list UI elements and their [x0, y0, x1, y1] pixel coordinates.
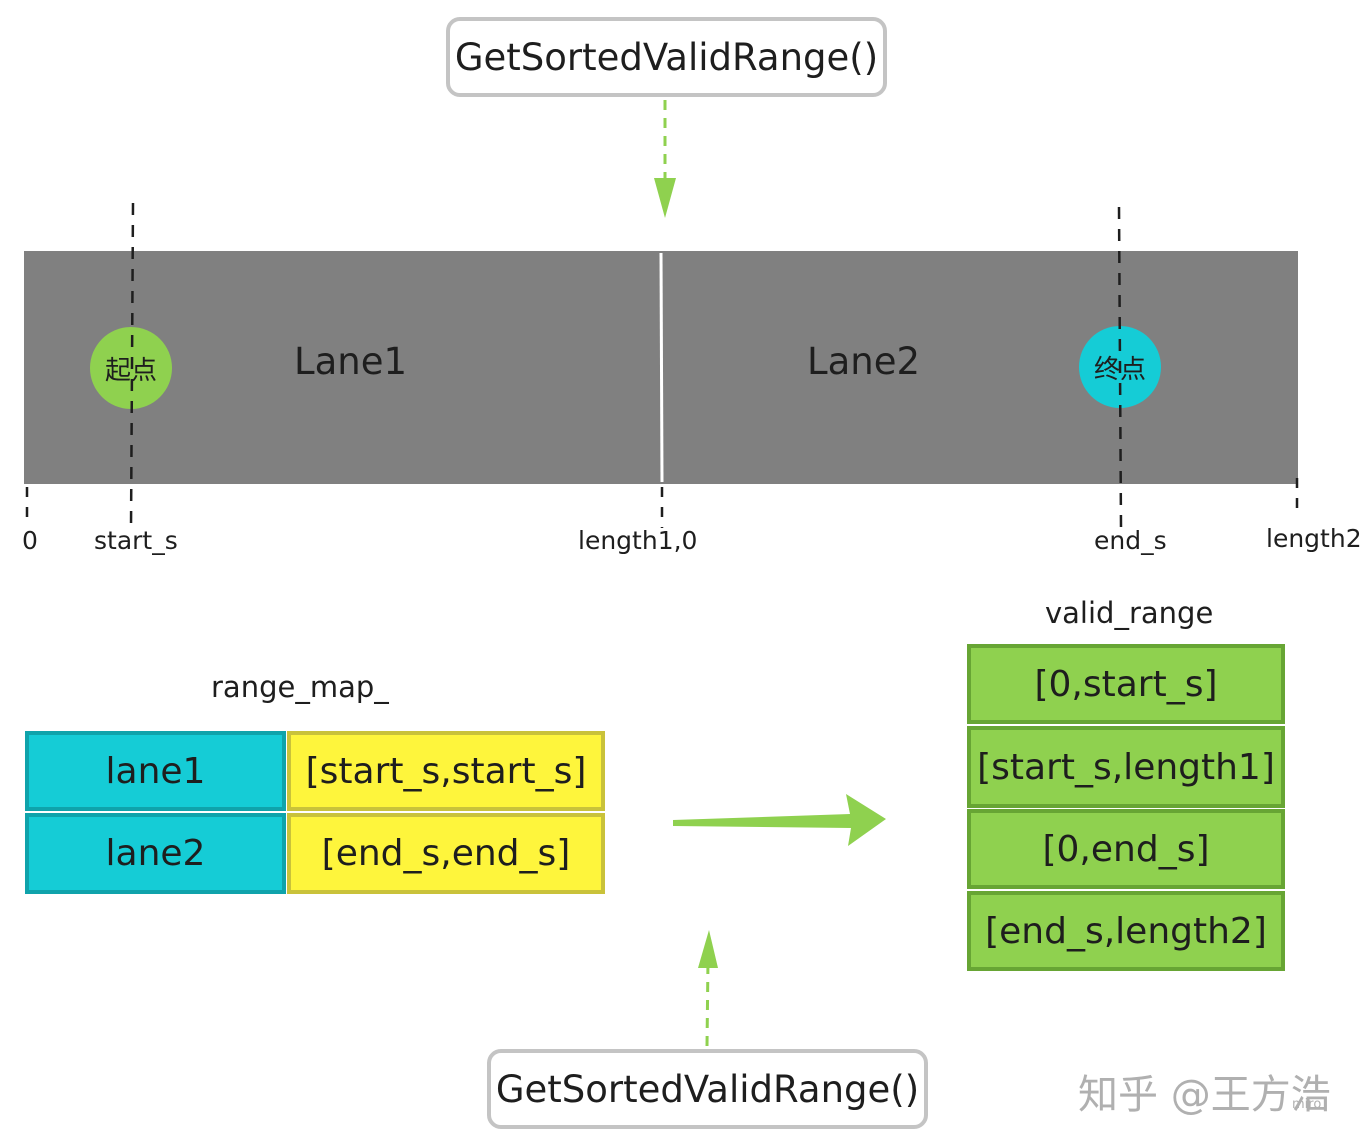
top-function-label: GetSortedValidRange() — [454, 35, 879, 79]
lane1-label: Lane1 — [294, 340, 408, 383]
valid-range-item-2: [start_s,length1] — [967, 726, 1285, 808]
lane2-label: Lane2 — [807, 340, 921, 383]
main-arrow — [673, 794, 886, 846]
tick-label-length2: length2 — [1266, 524, 1362, 553]
tick-label-end-s: end_s — [1094, 526, 1167, 555]
range-map-lane2-range-cell: [end_s,end_s] — [287, 813, 605, 894]
watermark-sub: miro — [1292, 1097, 1322, 1112]
tick-label-start-s: start_s — [94, 526, 178, 555]
top-dashed-arrow-head — [654, 178, 676, 218]
tick-label-zero: 0 — [22, 526, 38, 555]
bottom-dashed-arrow-head — [698, 930, 718, 968]
range-map-lane1-range-cell: [start_s,start_s] — [287, 731, 605, 811]
valid-range-title: valid_range — [1045, 596, 1214, 630]
range-map-lane1-cell: lane1 — [25, 731, 286, 811]
lane-divider — [659, 252, 664, 483]
range-map-title: range_map_ — [211, 670, 389, 704]
valid-range-item-4: [end_s,length2] — [967, 891, 1285, 971]
tick-label-length1: length1,0 — [578, 526, 698, 555]
valid-range-item-3: [0,end_s] — [967, 809, 1285, 889]
bottom-dashed-arrow-shaft — [705, 959, 710, 1047]
start-s-dashed-line — [129, 202, 135, 529]
end-s-dashed-line — [1117, 206, 1123, 528]
valid-range-item-1: [0,start_s] — [967, 644, 1285, 724]
range-map-lane2-cell: lane2 — [25, 813, 286, 894]
bottom-function-label: GetSortedValidRange() — [495, 1067, 920, 1111]
watermark: 知乎 @王方浩 — [1078, 1072, 1331, 1118]
top-function-box: GetSortedValidRange() — [446, 17, 887, 97]
bottom-function-box: GetSortedValidRange() — [487, 1049, 928, 1129]
